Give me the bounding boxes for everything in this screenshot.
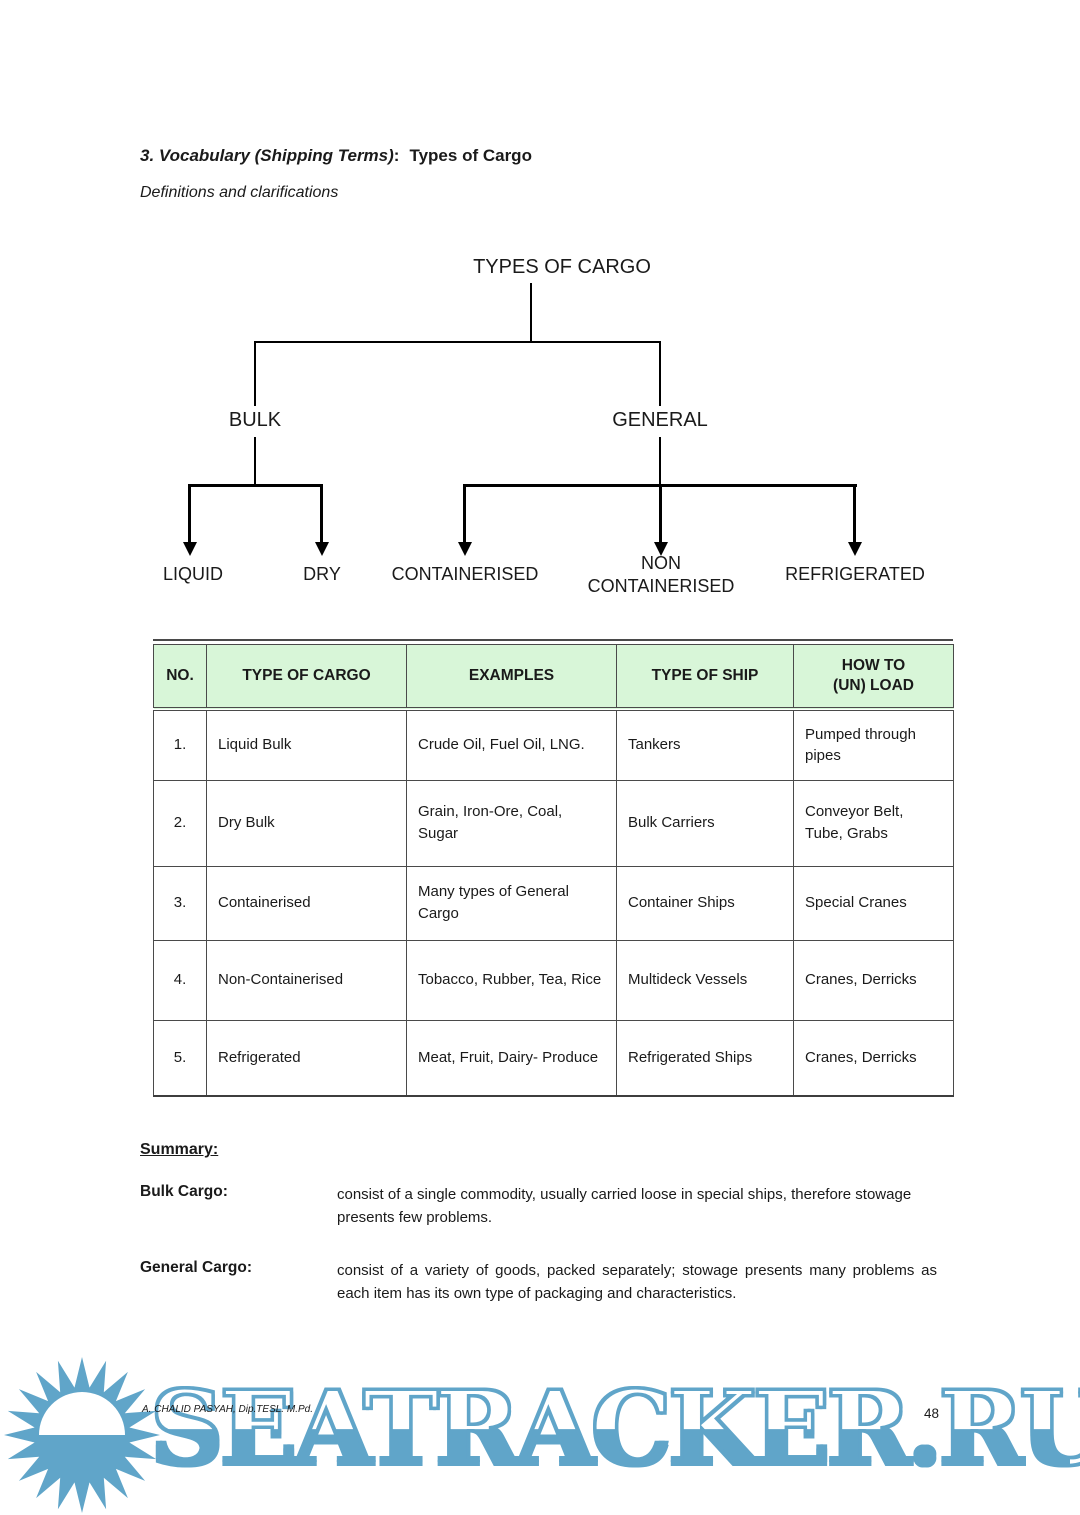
arrow-down-icon	[848, 542, 862, 556]
cell-type: Containerised	[206, 865, 407, 941]
connector-general-vertical	[659, 437, 661, 486]
summary-heading: Summary:	[140, 1141, 219, 1158]
summary-item-bulk: Bulk Cargo: consist of a single commodit…	[140, 1183, 955, 1230]
col-header-examples: EXAMPLES	[406, 644, 617, 711]
page-title: 3. Vocabulary (Shipping Terms): Types of …	[140, 146, 532, 166]
arrow-stem-noncontainerised	[659, 484, 662, 542]
cell-examples: Meat, Fruit, Dairy- Produce	[406, 1019, 617, 1097]
cell-load: Cranes, Derricks	[793, 1019, 954, 1097]
arrow-stem-liquid	[188, 484, 191, 542]
cell-no: 2.	[153, 779, 207, 867]
arrow-down-icon	[654, 542, 668, 556]
title-rest: Types of Cargo	[409, 146, 532, 165]
arrow-down-icon	[183, 542, 197, 556]
diagram-bulk-label: BULK	[228, 409, 282, 431]
table-header-row: NO. TYPE OF CARGO EXAMPLES TYPE OF SHIP …	[153, 644, 954, 711]
title-italic-part: 3. Vocabulary (Shipping Terms)	[140, 146, 394, 165]
page-subtitle: Definitions and clarifications	[140, 184, 339, 201]
col-header-type-of-ship: TYPE OF SHIP	[616, 644, 794, 711]
cell-examples: Tobacco, Rubber, Tea, Rice	[406, 939, 617, 1021]
table-row: 1. Liquid Bulk Crude Oil, Fuel Oil, LNG.…	[153, 708, 954, 781]
connector-root-vertical	[530, 283, 532, 342]
summary-term: Bulk Cargo:	[140, 1183, 228, 1200]
col-header-how-to-load: HOW TO (UN) LOAD	[793, 644, 954, 711]
page-number: 48	[924, 1406, 940, 1421]
cargo-table: NO. TYPE OF CARGO EXAMPLES TYPE OF SHIP …	[153, 644, 954, 1097]
watermark: SEATRACKER.RU SEATRACKER.RU	[149, 1369, 1080, 1494]
diagram-leaf-non-containerised: NON CONTAINERISED	[587, 553, 735, 597]
sun-logo-icon	[4, 1357, 160, 1513]
col-header-type-of-cargo: TYPE OF CARGO	[206, 644, 407, 711]
summary-section: Summary: Bulk Cargo: consist of a single…	[140, 1141, 955, 1305]
cell-no: 1.	[153, 708, 207, 781]
watermark-text-outline: SEATRACKER.RU	[149, 1369, 1080, 1489]
diagram-leaf-liquid: LIQUID	[162, 564, 223, 584]
summary-term: General Cargo:	[140, 1258, 252, 1276]
cell-examples: Many types of General Cargo	[406, 865, 617, 941]
connector-bulk-drop	[254, 341, 256, 406]
cell-ship: Bulk Carriers	[616, 779, 794, 867]
cell-ship: Multideck Vessels	[616, 939, 794, 1021]
summary-item-general: General Cargo: consist of a variety of g…	[140, 1259, 955, 1306]
arrow-down-icon	[458, 542, 472, 556]
arrow-stem-refrigerated	[853, 484, 856, 542]
diagram-leaf-containerised: CONTAINERISED	[391, 564, 539, 584]
cell-load: Conveyor Belt, Tube, Grabs	[793, 779, 954, 867]
table-row: 5. Refrigerated Meat, Fruit, Dairy- Prod…	[153, 1019, 954, 1097]
title-colon: :	[393, 146, 400, 165]
cell-examples: Grain, Iron-Ore, Coal, Sugar	[406, 779, 617, 867]
watermark-text-fill: SEATRACKER.RU	[150, 1369, 1080, 1489]
diagram-leaf-dry: DRY	[303, 564, 341, 584]
cell-ship: Container Ships	[616, 865, 794, 941]
diagram-general-label: GENERAL	[612, 409, 708, 431]
cell-type: Non-Containerised	[206, 939, 407, 1021]
cargo-table-block: NO. TYPE OF CARGO EXAMPLES TYPE OF SHIP …	[153, 639, 954, 1097]
cell-load: Pumped through pipes	[793, 708, 954, 781]
summary-desc: consist of a variety of goods, packed se…	[337, 1261, 937, 1302]
arrow-stem-dry	[320, 484, 323, 542]
cell-no: 4.	[153, 939, 207, 1021]
cell-type: Dry Bulk	[206, 779, 407, 867]
col-header-no: NO.	[153, 644, 207, 711]
cell-load: Special Cranes	[793, 865, 954, 941]
connector-bulk-vertical	[254, 437, 256, 486]
cell-load: Cranes, Derricks	[793, 939, 954, 1021]
footer-author: A. CHALID PASYAH, Dip.TESL. M.Pd.	[142, 1404, 313, 1415]
table-row: 2. Dry Bulk Grain, Iron-Ore, Coal, Sugar…	[153, 779, 954, 867]
cell-ship: Refrigerated Ships	[616, 1019, 794, 1097]
summary-desc: consist of a single commodity, usually c…	[337, 1186, 912, 1227]
arrow-stem-containerised	[463, 484, 466, 542]
cell-ship: Tankers	[616, 708, 794, 781]
table-row: 4. Non-Containerised Tobacco, Rubber, Te…	[153, 939, 954, 1021]
cell-no: 3.	[153, 865, 207, 941]
diagram-leaf-refrigerated: REFRIGERATED	[785, 564, 925, 584]
connector-level1-horizontal	[254, 341, 661, 343]
cell-type: Liquid Bulk	[206, 708, 407, 781]
diagram-root-label: TYPES OF CARGO	[473, 256, 651, 278]
cell-examples: Crude Oil, Fuel Oil, LNG.	[406, 708, 617, 781]
cell-no: 5.	[153, 1019, 207, 1097]
arrow-down-icon	[315, 542, 329, 556]
table-row: 3. Containerised Many types of General C…	[153, 865, 954, 941]
connector-general-drop	[659, 341, 661, 406]
connector-bulk-horizontal	[189, 484, 323, 487]
table-top-rule	[153, 639, 953, 641]
cell-type: Refrigerated	[206, 1019, 407, 1097]
